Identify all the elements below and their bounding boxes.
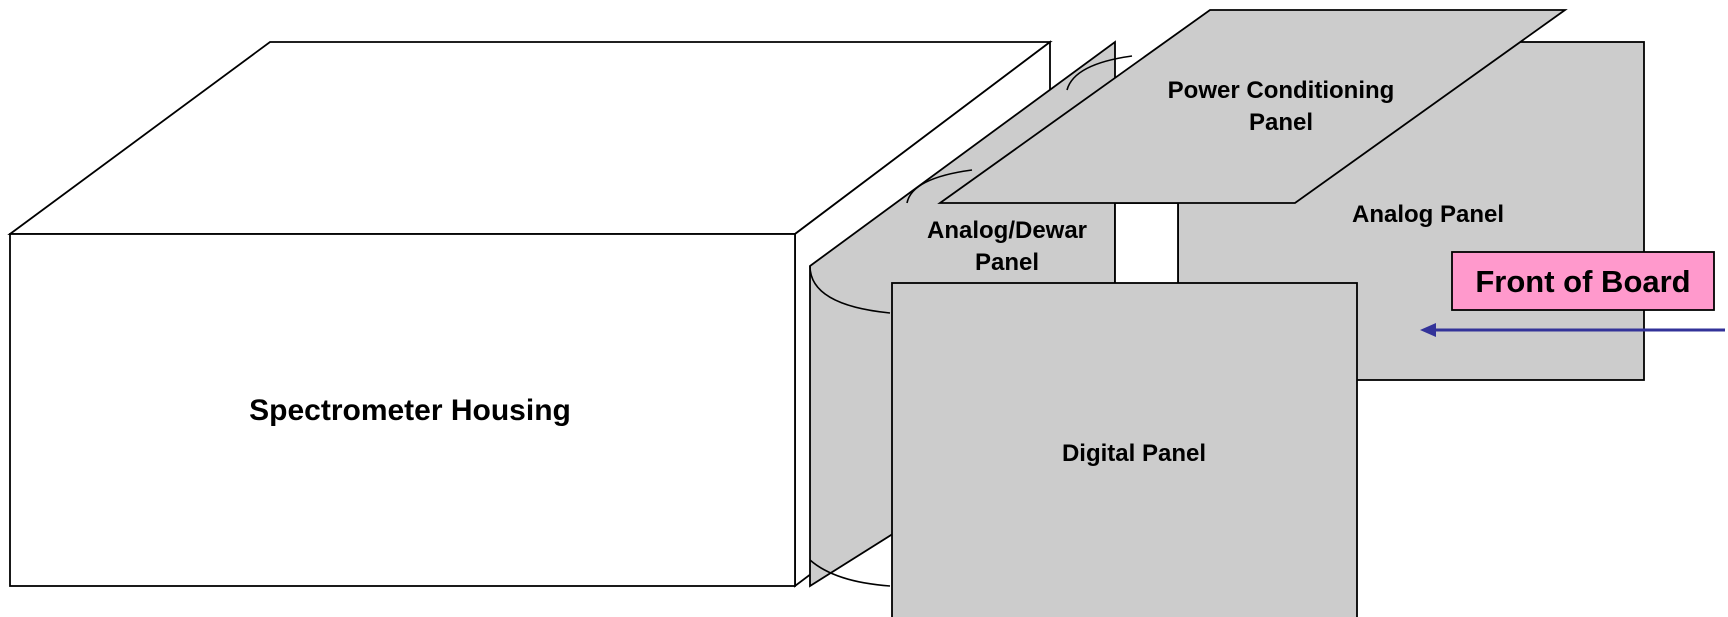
panel-gap (1114, 202, 1179, 286)
analog-dewar-curve-top (809, 265, 891, 314)
front-arrow-head-icon (1420, 323, 1436, 337)
analog-dewar-curve-upper1 (906, 169, 973, 204)
analog-dewar-curve-bottom (809, 559, 891, 587)
power-panel-label-line2: Panel (1249, 109, 1313, 136)
analog-dewar-curve-upper2 (1066, 55, 1133, 91)
digital-panel-shape (891, 282, 1358, 617)
power-conditioning-panel: Power Conditioning Panel (937, 9, 1568, 204)
housing-label: Spectrometer Housing (249, 394, 571, 427)
front-of-board-callout: Front of Board (1420, 251, 1725, 337)
front-of-board-box (1451, 251, 1715, 311)
digital-panel: Digital Panel (891, 282, 1358, 617)
power-conditioning-panel-shape (937, 9, 1568, 204)
analog-dewar-label-line1: Analog/Dewar (927, 217, 1087, 244)
analog-dewar-label-line2: Panel (975, 249, 1039, 276)
power-panel-label-line1: Power Conditioning (1168, 77, 1395, 104)
housing-front-face (9, 233, 796, 587)
front-of-board-label: Front of Board (1475, 264, 1690, 299)
analog-panel-label: Analog Panel (1352, 201, 1504, 228)
digital-panel-label: Digital Panel (1062, 440, 1206, 467)
